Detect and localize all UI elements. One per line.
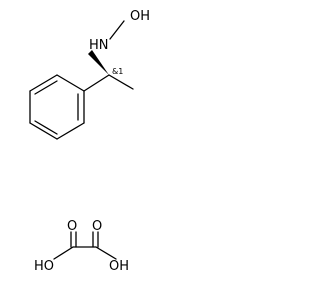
structure-oxalic-acid: O O HO OH [34,219,129,274]
ring-double-bond [34,120,58,135]
phenyl-ring [29,74,85,140]
right-carbonyl-oxygen-label: O [92,219,102,234]
methyl-bond [108,74,134,90]
left-carbon-hydroxyl-bond [53,246,74,260]
stereo-wedge-bond [88,50,109,75]
n-o-bond [109,20,125,40]
hydroxyl-label: OH [130,9,150,24]
structure-phenylethyl-hydroxylamine: HN OH &1 [29,9,150,140]
nitrogen-label: HN [89,38,109,53]
chemical-structure-canvas: HN OH &1 O O HO OH [0,0,161,293]
right-hydroxyl-label: OH [109,259,129,274]
stereo-descriptor-label: &1 [112,67,123,76]
ring-bond [56,122,85,140]
left-hydroxyl-label: HO [34,259,54,274]
right-carbon-hydroxyl-bond [95,246,117,260]
left-carbonyl-oxygen-label: O [67,219,77,234]
ring-double-bond [34,80,58,95]
ring-bond [56,74,85,92]
ring-bond [29,122,58,140]
alpha-carbon-phenyl-bond [83,74,110,92]
ring-bond [29,74,58,92]
background [0,0,161,293]
